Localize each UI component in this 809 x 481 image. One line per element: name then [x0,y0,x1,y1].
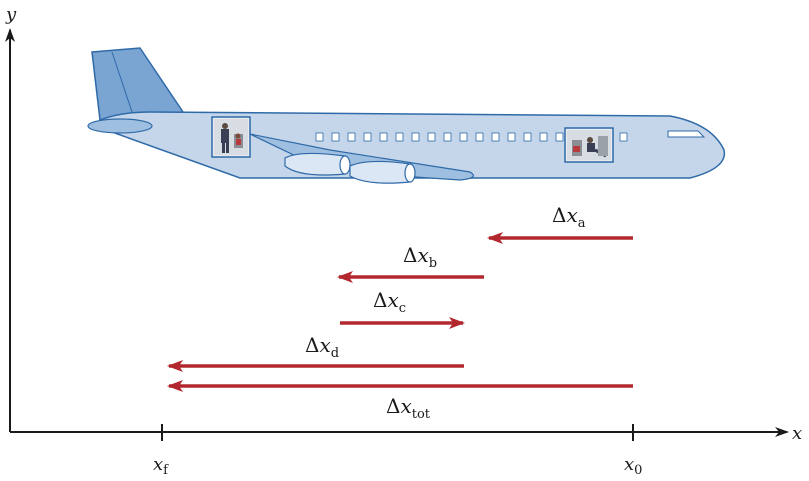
tail-fin [91,47,185,121]
displacement-arrows [167,232,633,392]
engine-rear [349,160,416,184]
cockpit-window [667,130,706,138]
label-delta-xtot: Δxtot [386,394,431,422]
horizontal-stabilizer [87,118,153,134]
x-axis-label: x [792,423,802,444]
label-delta-xa: Δxa [552,203,586,231]
cabin-inset-rear [211,116,251,158]
label-delta-xb: Δxb [403,243,437,271]
passenger-windows [315,132,628,142]
tick-label-x0: x0 [624,454,642,478]
tick-label-xf: xf [153,454,169,478]
label-delta-xc: Δxc [373,288,406,316]
label-delta-xd: Δxd [305,333,339,361]
airplane-illustration [87,47,726,184]
y-axis-label: y [5,4,17,25]
cabin-inset-front [564,127,614,163]
wing [249,133,474,181]
engine-front [284,152,351,176]
